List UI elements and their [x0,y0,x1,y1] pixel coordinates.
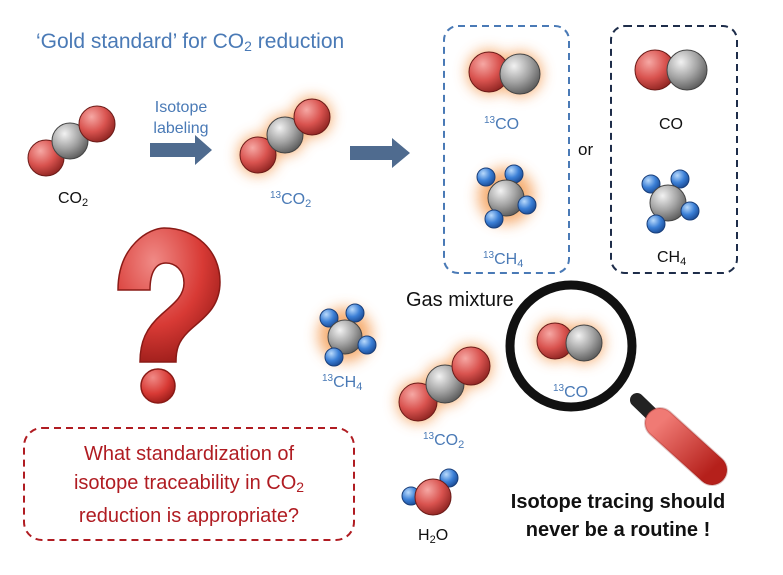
ch4-label-sub: 4 [680,256,687,268]
lens-labeled-co-molecule-icon [535,321,604,363]
labeled-co2-molecule-icon [238,97,332,175]
isotope-labeling-arrow-icon [150,135,212,165]
water-label-end: O [435,527,449,544]
co-molecule-icon [634,49,708,91]
title-end-text: reduction [251,30,345,53]
labeled-co-main: CO [495,116,520,133]
isotope-labeling-label: Isotope labeling [146,97,216,139]
co2-label: CO2 [58,190,88,209]
co2-label-main: CO [58,190,82,207]
labeled-co-sup: 13 [484,115,496,126]
isotope-label-line2: labeling [153,120,209,137]
unlabeled-products-box [610,25,738,274]
question-line2-sub: 2 [296,479,305,495]
mixture-labeled-co2-label: 13CO2 [423,431,464,451]
water-label-main: H [418,527,430,544]
mix-ch4-sup: 13 [322,373,334,384]
lens-co-sup: 13 [553,383,565,394]
gas-mixture-label: Gas mixture [406,289,514,311]
question-box [23,427,355,541]
labeled-ch4-main: CH [494,251,518,268]
conclusion-line2: never be a routine ! [525,519,711,541]
question-line3: reduction is appropriate? [78,505,300,527]
conclusion-line1: Isotope tracing should [510,491,726,513]
mix-co2-main: CO [434,432,459,449]
mix-co2-sup: 13 [423,431,435,442]
mix-ch4-sub: 4 [356,381,363,393]
mixture-labeled-ch4-molecule-icon [318,303,377,367]
diagram-title: ‘Gold standard’ for CO2 reduction [36,30,344,54]
labeled-ch4-sub: 4 [517,258,524,270]
labeled-ch4-molecule-icon [476,164,537,229]
question-text: What standardization of isotope traceabi… [24,440,354,531]
ch4-label: CH4 [657,249,686,268]
labeled-co-molecule-icon [467,50,542,96]
labeled-co2-main: CO [281,191,306,208]
water-label-sub: 2 [429,534,436,546]
isotope-label-line1: Isotope [154,99,208,116]
mixture-labeled-co2-molecule-icon [397,345,492,423]
lens-labeled-co-label: 13CO [553,383,588,402]
co2-molecule-icon [27,105,116,177]
question-line2: isotope traceability in CO [73,472,297,494]
co-label: CO [659,116,683,133]
labeled-products-box [443,25,570,274]
co2-label-sub: 2 [82,197,89,209]
mixture-labeled-ch4-label: 13CH4 [322,373,362,393]
mix-ch4-main: CH [333,374,357,391]
question-line1: What standardization of [83,443,295,465]
or-label: or [578,140,594,159]
magnifying-glass-icon [505,280,728,486]
lens-co-main: CO [564,384,589,401]
labeled-co2-sup: 13 [270,190,282,201]
question-mark-icon [117,227,221,404]
labeled-ch4-label: 13CH4 [483,250,523,270]
ch4-label-main: CH [657,249,681,266]
labeled-co2-label: 13CO2 [270,190,311,210]
labeled-co2-sub: 2 [305,198,312,210]
conclusion-text: Isotope tracing should never be a routin… [468,488,768,544]
water-label: H2O [418,527,448,546]
title-text: ‘Gold standard’ for CO [36,30,245,53]
product-arrow-icon [350,138,410,168]
labeled-co-label: 13CO [484,115,519,134]
ch4-molecule-icon [641,169,700,234]
title-subscript: 2 [244,38,252,54]
water-molecule-icon [401,468,459,516]
labeled-ch4-sup: 13 [483,250,495,261]
mix-co2-sub: 2 [458,439,465,451]
